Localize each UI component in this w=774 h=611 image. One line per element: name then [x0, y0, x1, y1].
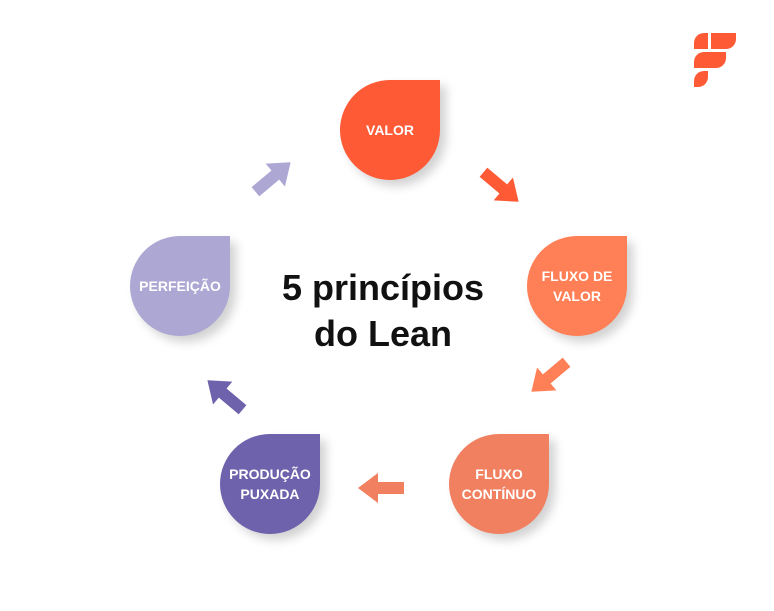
step-fluxo-continuo: FLUXO CONTÍNUO [449, 434, 549, 534]
diagram-title: 5 princípios do Lean [250, 265, 516, 357]
arrow-right-icon [358, 473, 404, 503]
step-label: FLUXO DE VALOR [541, 267, 613, 304]
step-label: PRODUÇÃO PUXADA [229, 465, 311, 502]
title-line-1: 5 princípios [281, 267, 485, 308]
step-label: FLUXO CONTÍNUO [461, 465, 537, 502]
step-perfeicao: PERFEIÇÃO [130, 236, 230, 336]
step-valor: VALOR [340, 80, 440, 180]
arrow-right-icon [251, 162, 291, 197]
step-label: VALOR [366, 121, 414, 138]
arrow-right-icon [531, 357, 571, 392]
f-brand-logo-icon [694, 33, 736, 87]
arrow-right-icon [207, 380, 247, 415]
title-line-2: do Lean [313, 313, 452, 354]
step-label: PERFEIÇÃO [139, 277, 221, 294]
arrow-right-icon [479, 167, 519, 202]
step-fluxo-de-valor: FLUXO DE VALOR [527, 236, 627, 336]
step-producao-puxada: PRODUÇÃO PUXADA [220, 434, 320, 534]
